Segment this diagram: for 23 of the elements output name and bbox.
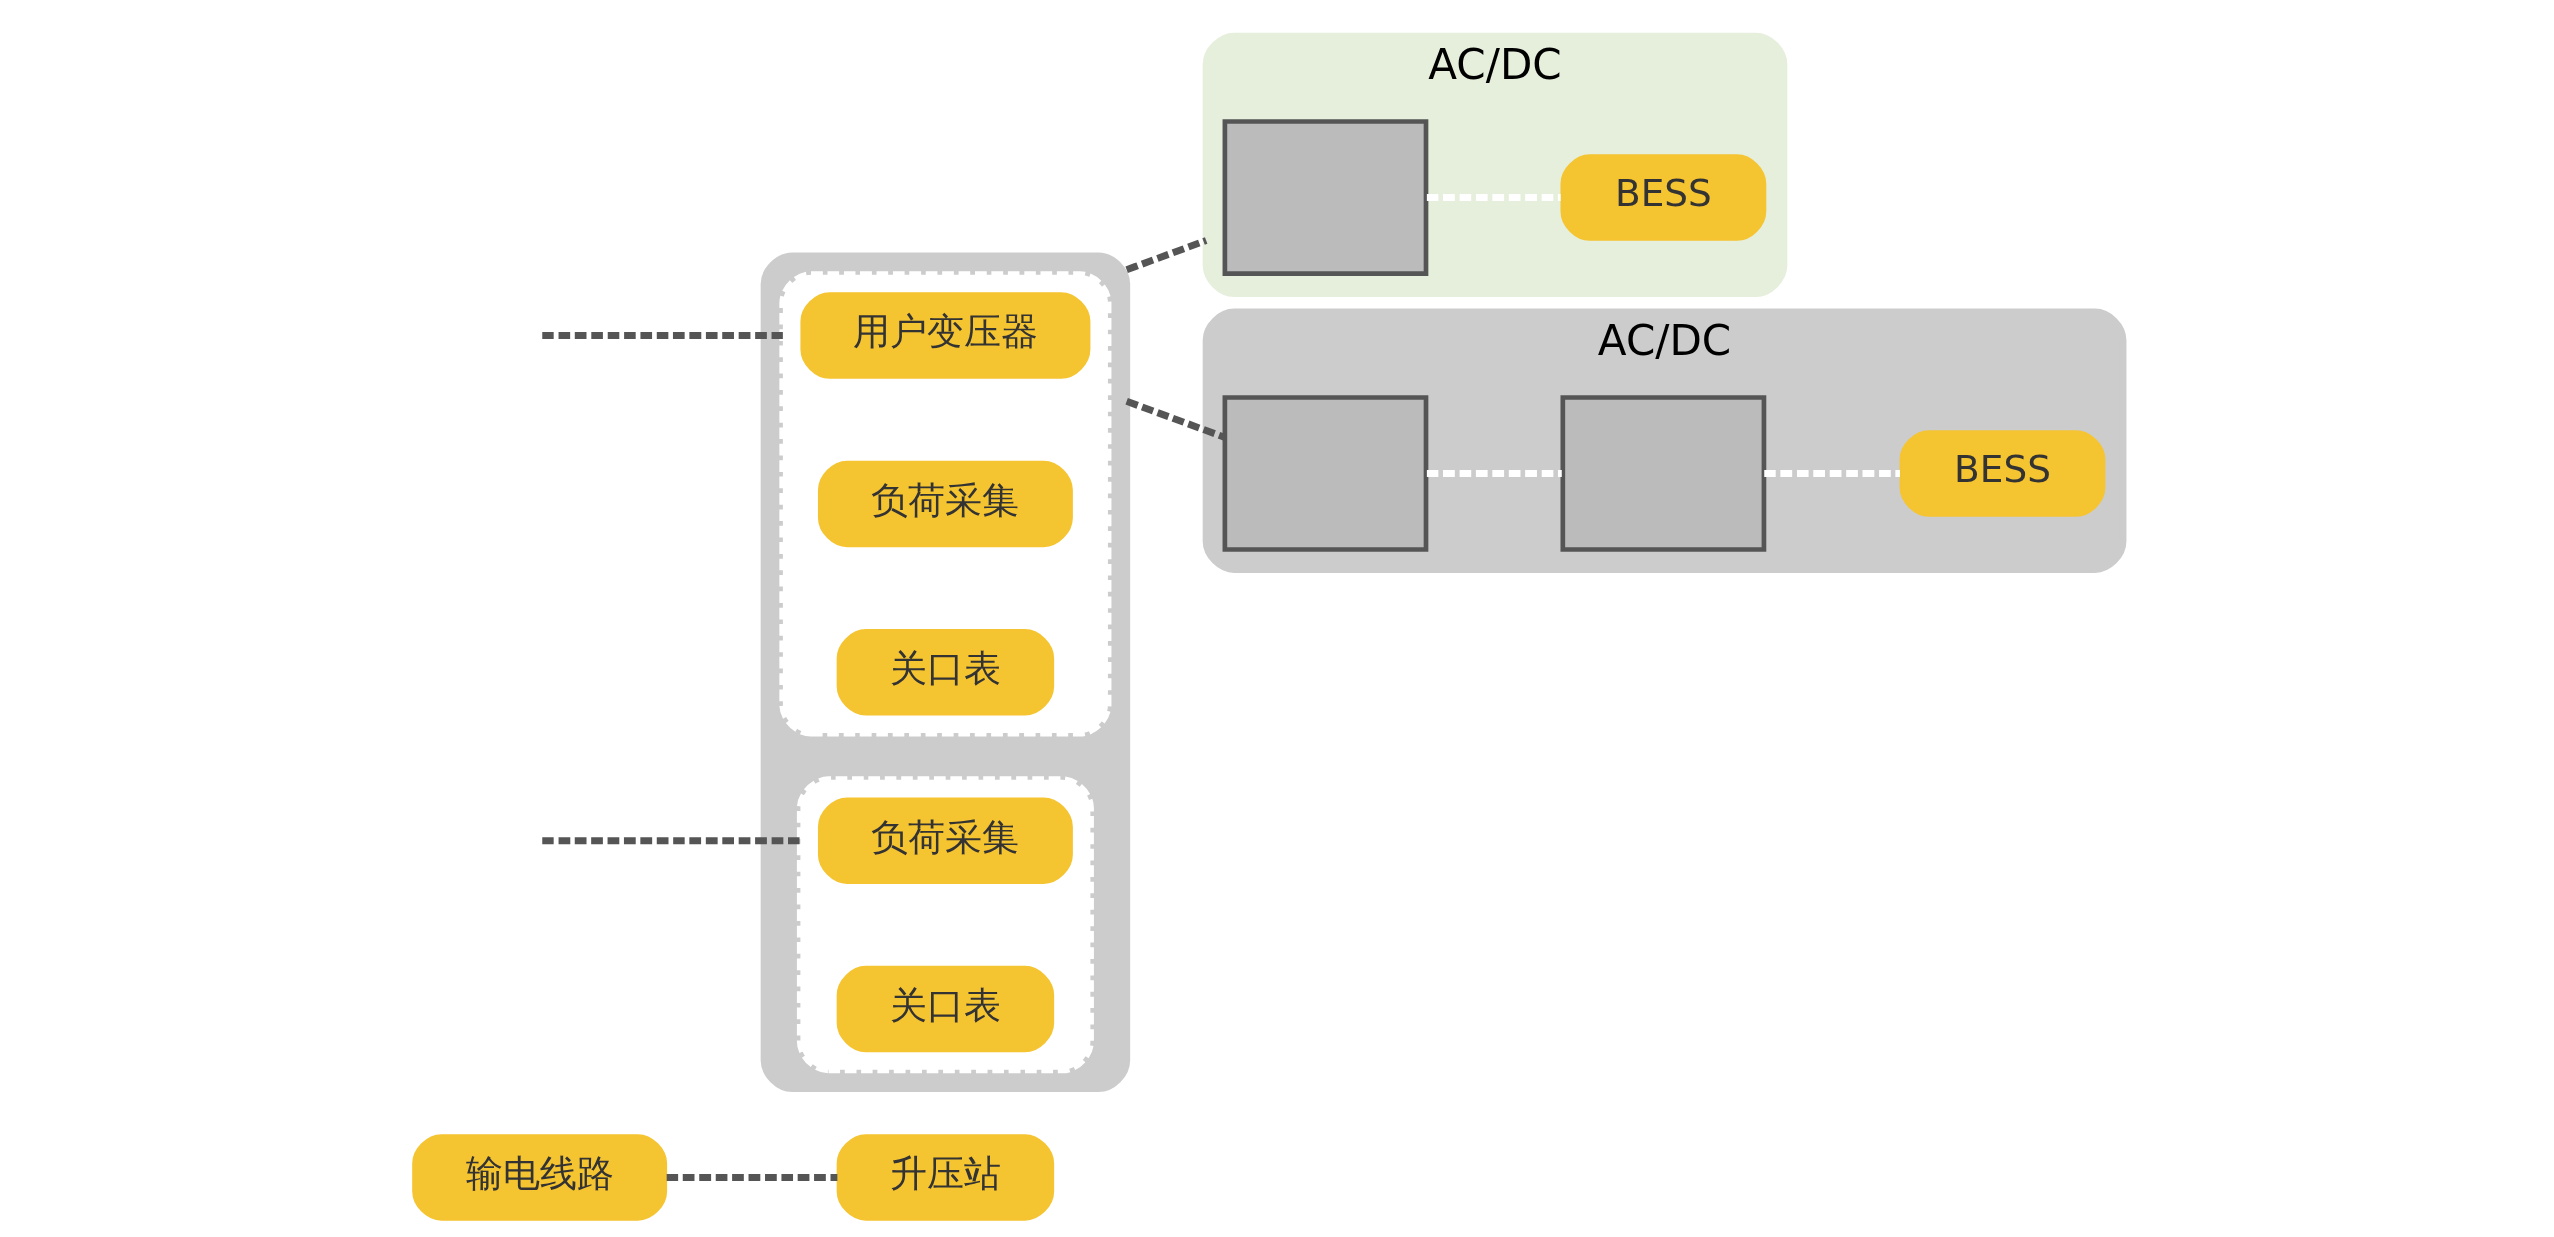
connector: [666, 1173, 837, 1181]
node-box: 升压站: [836, 1134, 1054, 1221]
node-box: 用户变压器: [799, 292, 1090, 379]
connector: [1124, 237, 1207, 274]
connector: [1763, 470, 1900, 477]
cluster: [796, 776, 1094, 1074]
node-box: 关口表: [836, 629, 1054, 716]
node-box: [1222, 119, 1428, 276]
node-box: 负荷采集: [817, 460, 1073, 548]
node-box: BESS: [1899, 430, 2105, 517]
connector: [541, 837, 800, 845]
cluster: [778, 271, 1111, 737]
node-box: BESS: [1560, 154, 1766, 241]
node-box: 输电线路: [411, 1134, 667, 1221]
connector: [1124, 398, 1226, 441]
connector: [541, 332, 783, 340]
node-box: 关口表: [836, 965, 1054, 1053]
node-box: [1560, 395, 1766, 552]
node-box: [1222, 395, 1428, 552]
connector: [1426, 194, 1561, 202]
node-box: 负荷采集: [817, 797, 1073, 884]
cluster: [760, 252, 1130, 1093]
connector: [1426, 470, 1562, 477]
